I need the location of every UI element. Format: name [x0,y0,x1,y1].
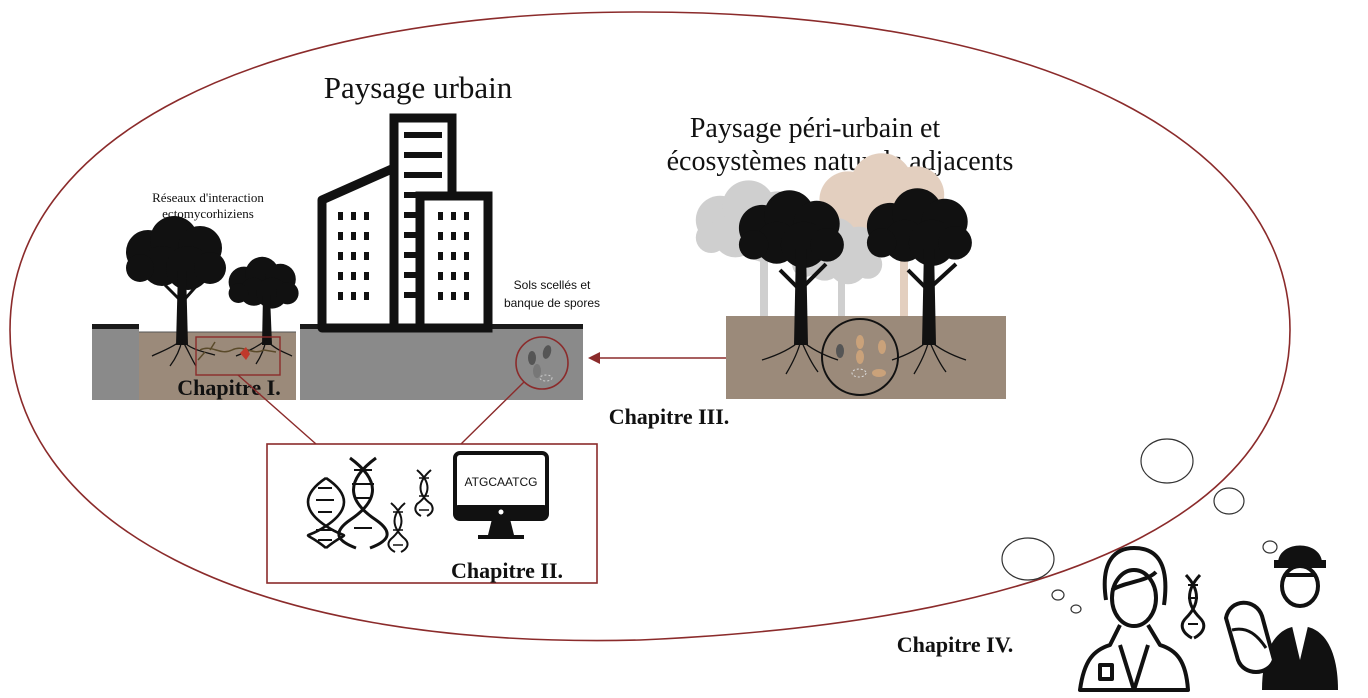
scientist-icon [1078,546,1190,692]
chapter-2-label: Chapitre II. [451,558,563,583]
tree-icon [866,188,972,375]
urban-spore-bank-circle [515,336,569,390]
background-trees [695,153,950,320]
tree-icon [738,190,844,375]
spore-icon [836,335,886,378]
connector-line-spores [460,381,525,445]
building-icon [317,113,493,333]
spore-icon [528,345,553,382]
sealed-soils-label-line2: banque de spores [504,296,600,310]
thought-trail [1001,438,1278,614]
dna-icon [1180,573,1206,640]
periurban-title-line2: écosystèmes naturels adjacents [667,146,1014,177]
dispersal-arrow [588,352,726,364]
dna-icon [387,502,409,553]
connector-line-chapter1 [237,374,317,445]
fungal-hyphae [197,341,277,361]
ectomycorrhizal-networks-label-line1: Réseaux d'interaction [152,190,264,205]
chapter-3-label: Chapitre III. [609,404,730,429]
chapter-1-label: Chapitre I. [177,375,281,400]
urban-sealed-ground [92,324,583,400]
tree-icon [126,216,226,367]
fungal-fruiting-mark [240,347,250,360]
computer-monitor-icon [453,451,549,539]
engineer-icon [1223,545,1338,690]
dna-icon [414,469,434,517]
periurban-title-line1: Paysage péri-urbain et [690,113,941,144]
periurban-spore-bank-circle [821,318,899,396]
thought-bubble-outline [9,11,1291,642]
chapter-4-label: Chapitre IV. [897,632,1014,657]
sealed-soils-label-line1: Sols scellés et [514,278,591,292]
ectomycorrhizal-networks-label-line2: ectomycorhiziens [162,206,254,221]
urban-landscape-title: Paysage urbain [324,70,513,105]
dna-sequence-text: ATGCAATCG [465,475,538,489]
dna-icon [337,456,389,550]
